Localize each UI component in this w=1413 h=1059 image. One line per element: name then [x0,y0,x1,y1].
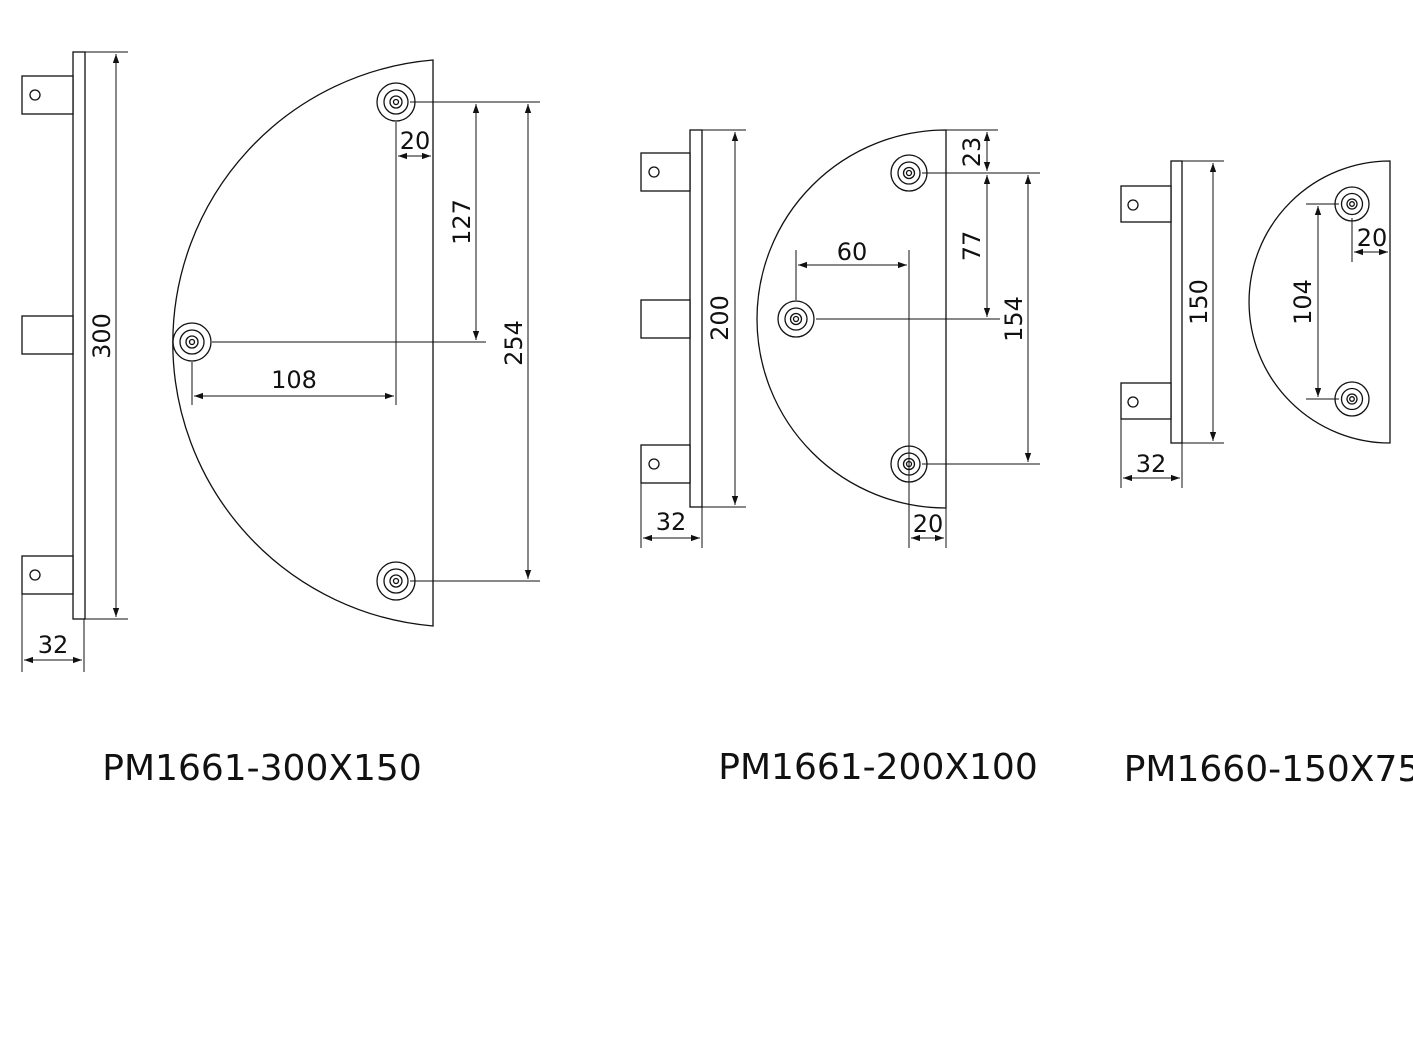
dim-edge-inset: 20 [400,127,431,155]
dim-base-width: 32 [1136,450,1167,478]
mounting-tab-bottom [640,444,691,484]
drawing-title: PM1660-150X75 [1124,749,1413,790]
dim-offset-to-mid: 127 [448,199,476,245]
dim-base-width: 32 [38,631,69,659]
mounting-tab-top [1120,185,1172,223]
half-disc-plate [172,59,434,627]
tab-hole [1127,199,1139,211]
dim-mount-spacing: 254 [500,320,528,366]
dim-height: 300 [88,313,116,359]
dim-base-width: 32 [656,508,687,536]
bolt-bottom [376,561,416,601]
mounting-bar [1170,160,1183,444]
dim-height: 200 [706,295,734,341]
mounting-tab-top [640,152,691,192]
dim-edge-inset: 20 [913,510,944,538]
mounting-tab-bottom [1120,382,1172,420]
mounting-bar [689,129,703,508]
bolt-middle [777,300,815,338]
tab-hole [648,166,660,178]
dim-mount-spacing: 154 [1000,296,1028,342]
drawing-pm1661-300x150: 300 254 127 108 20 32 PM1661-300X150 [21,51,540,789]
tab-hole [648,458,660,470]
drawing-pm1660-150x75: 150 104 20 32 PM1660-150X75 [1120,160,1413,790]
dim-height: 150 [1185,279,1213,325]
mounting-tab-middle [21,315,74,355]
tab-hole [29,89,41,101]
dim-top-inset: 23 [958,137,986,168]
drawing-title: PM1661-300X150 [102,748,421,789]
dim-hole-distance: 108 [271,366,317,394]
tab-hole [1127,396,1139,408]
dim-edge-inset: 20 [1357,224,1388,252]
drawing-title: PM1661-200X100 [718,747,1037,788]
tab-hole [29,569,41,581]
dim-hole-distance: 60 [837,238,868,266]
dim-offset-to-mid: 77 [958,231,986,262]
bolt-middle [172,322,212,362]
drawing-pm1661-200x100: 200 154 77 23 60 20 32 PM1661-200X100 [640,129,1040,788]
dim-mount-spacing: 104 [1289,279,1317,325]
mounting-tab-middle [640,299,691,339]
mounting-bar [72,51,86,620]
